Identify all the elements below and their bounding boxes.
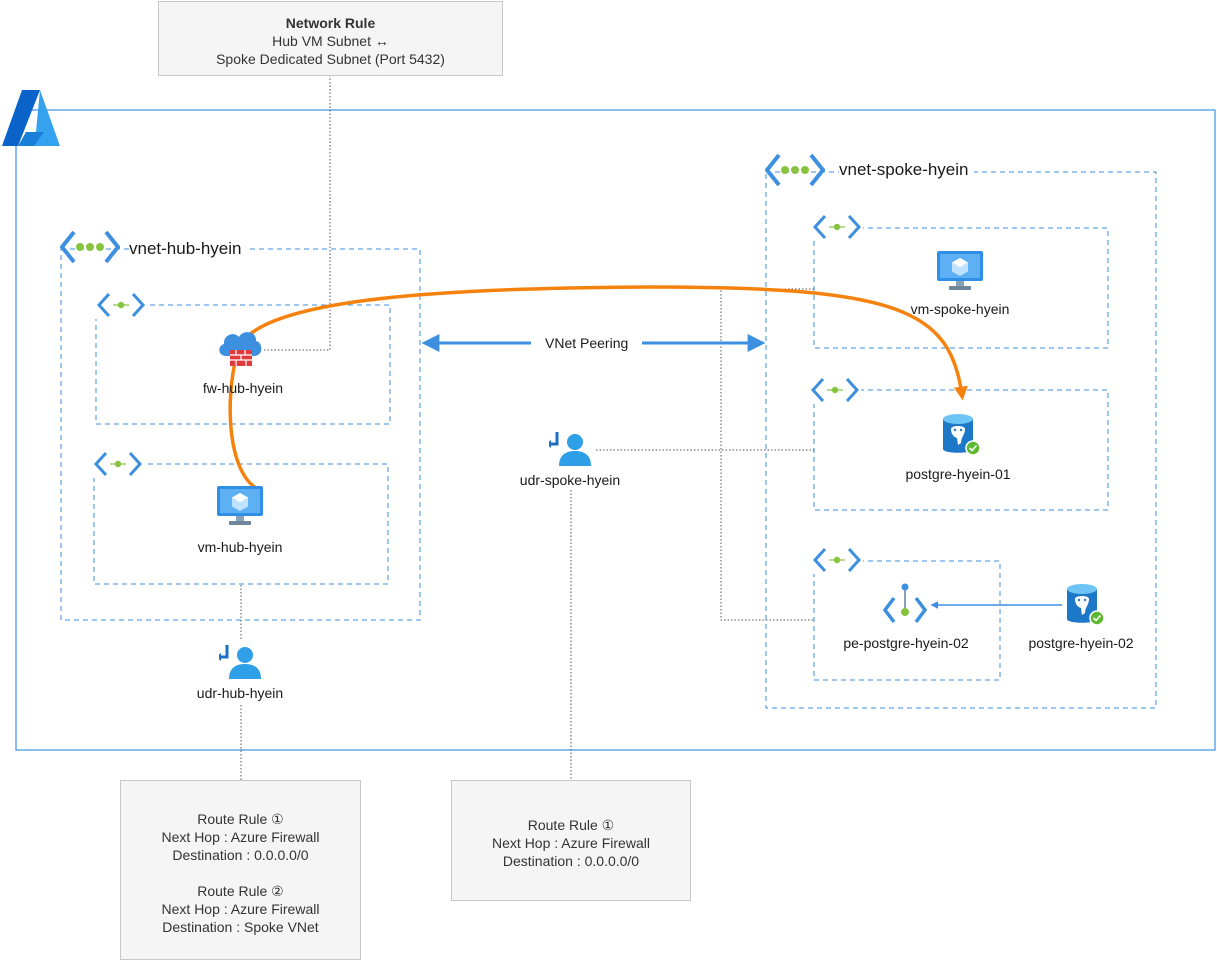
- subnet-spoke-pe: [813, 560, 1001, 681]
- hub-route-rule2-hop: Next Hop : Azure Firewall: [161, 901, 320, 917]
- dotted-connectors: [240, 75, 814, 780]
- subnet-icon: [809, 376, 861, 404]
- spoke-route-rules-note: Route Rule ① Next Hop : Azure Firewall D…: [451, 780, 691, 901]
- vnet-hub-title: vnet-hub-hyein: [129, 239, 248, 259]
- network-rule-note: Network Rule Hub VM Subnet ↔ Spoke Dedic…: [158, 1, 503, 76]
- vm-hub-label: vm-hub-hyein: [197, 539, 283, 555]
- subnet-hub-firewall: [95, 304, 391, 425]
- subnet-icon: [95, 291, 147, 319]
- spoke-route-rule1-hop: Next Hop : Azure Firewall: [492, 835, 650, 851]
- network-rule-title: Network Rule: [285, 15, 376, 31]
- subnet-icon: [811, 546, 863, 574]
- hub-route-rule1-title: Route Rule ①: [197, 811, 284, 827]
- route-table-icon: [219, 645, 261, 679]
- subnet-hub-vm: [93, 463, 389, 585]
- udr-hub-label: udr-hub-hyein: [196, 685, 284, 701]
- azure-boundary: [15, 109, 1216, 751]
- vnet-spoke-title: vnet-spoke-hyein: [839, 160, 975, 180]
- hub-route-rules-note: Route Rule ① Next Hop : Azure Firewall D…: [120, 780, 361, 960]
- subnet-icon: [811, 213, 863, 241]
- postgresql-icon: [943, 414, 981, 456]
- subnet-icon: [92, 450, 144, 478]
- network-rule-line2: Spoke Dedicated Subnet (Port 5432): [216, 51, 445, 67]
- network-rule-line1: Hub VM Subnet ↔: [272, 33, 389, 49]
- fw-hub-label: fw-hub-hyein: [202, 380, 284, 396]
- pe-postgre-02-label: pe-postgre-hyein-02: [843, 635, 969, 651]
- traffic-flow-arrow: [228, 285, 968, 490]
- vnet-hub-icon: [60, 230, 120, 264]
- vm-icon: [217, 486, 263, 525]
- spoke-route-rule1-title: Route Rule ①: [527, 817, 615, 833]
- vm-icon: [937, 251, 983, 290]
- hub-route-rule1-hop: Next Hop : Azure Firewall: [161, 829, 320, 845]
- vm-spoke-label: vm-spoke-hyein: [910, 301, 1010, 317]
- hub-route-rule2-dest: Destination : Spoke VNet: [162, 919, 319, 935]
- subnet-spoke-vm: [813, 227, 1109, 349]
- private-endpoint-icon: [882, 583, 928, 624]
- vnet-spoke-icon: [765, 153, 825, 187]
- vnet-spoke-boundary: [765, 171, 1157, 709]
- postgre-02-label: postgre-hyein-02: [1028, 635, 1134, 651]
- hub-route-rule1-dest: Destination : 0.0.0.0/0: [172, 847, 309, 863]
- firewall-icon: [219, 332, 262, 366]
- route-table-icon: [549, 432, 591, 466]
- azure-logo: [2, 90, 60, 146]
- postgre-01-label: postgre-hyein-01: [905, 466, 1011, 482]
- hub-route-rule2-title: Route Rule ②: [197, 883, 284, 899]
- vnet-peering-label: VNet Peering: [531, 335, 643, 351]
- postgresql-icon: [1067, 584, 1105, 626]
- spoke-route-rule1-dest: Destination : 0.0.0.0/0: [502, 853, 640, 869]
- udr-spoke-label: udr-spoke-hyein: [519, 472, 621, 488]
